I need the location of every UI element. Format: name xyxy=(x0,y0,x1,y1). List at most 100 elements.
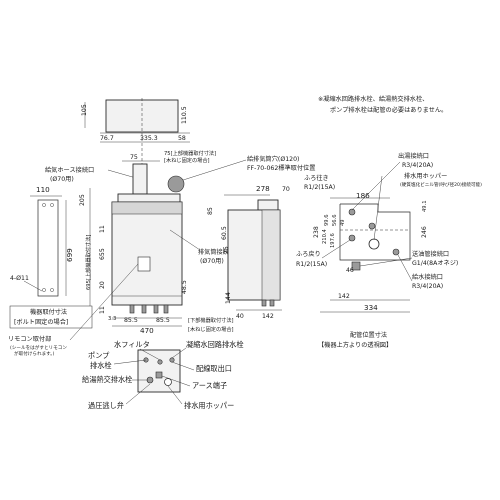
cap-size: R1/2(15A) xyxy=(304,184,335,191)
dim-85-side: 85 xyxy=(207,207,214,215)
dim-76-7: 76.7 xyxy=(100,135,114,142)
cond-drain: 凝縮水回路排水栓 xyxy=(186,340,244,349)
dim-58: 58 xyxy=(178,135,186,142)
dim-205: 205 xyxy=(79,194,86,206)
front-main-body xyxy=(111,201,183,306)
dim-142-pipe: 142 xyxy=(338,293,350,300)
outlet-label: 出湯接続口 xyxy=(398,152,429,160)
dim-334: 334 xyxy=(364,303,378,312)
dim-335-3: 335.3 xyxy=(140,135,158,142)
dim-60-5: 60.5 xyxy=(221,226,228,240)
dim-49: 49 xyxy=(340,219,346,226)
bracket-plate xyxy=(37,199,59,297)
top-bracket-label: 75[上部機器取付寸法] xyxy=(164,149,216,157)
dim-238: 238 xyxy=(313,226,320,238)
note-line-2: ポンプ排水栓は配管の必要はありません。 xyxy=(330,106,447,114)
dim-75: 75 xyxy=(130,154,138,161)
drain-hopper: 排水用ホッパー xyxy=(184,401,234,410)
flue-hole xyxy=(167,175,185,193)
top-bracket-label-2: [木ねじ固定の場合] xyxy=(164,156,210,164)
earth-terminal: アース端子 xyxy=(192,381,227,390)
drain-hopper-note: (硬質塩化ビニル管(呼び径20)接続可能) xyxy=(400,181,482,188)
wiring-outlet: 配線取出口 xyxy=(196,364,232,373)
dim-197-6: 197.6 xyxy=(330,233,336,248)
remote-note: リモコン取付部 (シールをはがすとリモコン が取付けられます。) xyxy=(8,263,139,357)
pump-drain-2: 排水栓 xyxy=(90,361,112,370)
front-view: 105 110.5 76.7 335.3 58 75 75[上部機器取付寸法] … xyxy=(45,98,315,335)
piping-view: 出湯接続口 R3/4(20A) ふろ往き R1/2(15A) 排水用ホッパー (… xyxy=(296,152,482,349)
dim-85-5a: 85.5 xyxy=(124,317,138,324)
dim-46: 46 xyxy=(346,267,354,274)
dim-4-11: 4-Ø11 xyxy=(10,274,29,282)
exhaust-dia: (Ø70用) xyxy=(200,257,224,265)
drain-hopper-label: 排水用ホッパー xyxy=(404,172,447,180)
bottom-bracket: [下部機器取付寸法] xyxy=(188,316,234,324)
dim-48-5: 48.5 xyxy=(181,280,188,294)
piping-caption-2: 【機器上方よりの透視図】 xyxy=(318,341,392,349)
dim-699: 699 xyxy=(65,248,74,262)
gas-size: G1/4(8Aオネジ) xyxy=(412,260,458,267)
dim-70: 70 xyxy=(282,186,290,193)
dim-11: 11 xyxy=(99,225,106,233)
outlet-size: R3/4(20A) xyxy=(402,162,433,169)
dim-144: 144 xyxy=(225,292,232,304)
dim-655: 655 xyxy=(99,248,106,260)
flue-std: FF-70-062標準取付位置 xyxy=(247,164,315,172)
dim-40: 40 xyxy=(236,313,244,320)
bottom-bracket-2: [木ねじ固定の場合] xyxy=(188,325,234,333)
hopper-port xyxy=(368,238,380,250)
remote-note-1: (シールをはがすとリモコン xyxy=(10,344,67,351)
dim-3-3: 3.3 xyxy=(108,316,116,322)
side-view: 278 70 85 60.5 25 144 40 142 xyxy=(207,184,290,320)
dim-278: 278 xyxy=(256,184,270,193)
dim-110-bracket: 110 xyxy=(36,185,50,194)
bottom-view-body xyxy=(137,349,181,393)
water-port xyxy=(392,248,400,256)
piping-caption-1: 配管位置寸法 xyxy=(350,331,387,339)
dim-695: 695[上部機器取付寸法] xyxy=(84,235,92,290)
dim-11b: 11 xyxy=(99,306,106,314)
hose-label: 給気ホース接続口 xyxy=(45,166,94,174)
note-line-1: ※凝縮水回路排水栓、給湯熱交排水栓、 xyxy=(318,95,428,103)
dim-210-4: 210.4 xyxy=(322,228,328,244)
remote-window xyxy=(137,256,151,272)
pump-drain: ポンプ xyxy=(88,351,110,360)
bracket-view: 110 699 4-Ø11 機器取付寸法 [ボルト固定の場合] xyxy=(9,185,93,329)
cap-label: ふろ往き xyxy=(304,174,329,182)
gas-label: 送油管接続口 xyxy=(412,250,449,258)
dim-56-6: 56.6 xyxy=(332,214,338,226)
cap-port xyxy=(368,222,376,230)
hx-drain: 給湯熱交排水栓 xyxy=(82,375,132,384)
dim-25: 25 xyxy=(223,246,230,254)
relief-valve: 過圧逃し弁 xyxy=(88,401,124,410)
remote-note-2: が取付けられます。) xyxy=(14,350,55,357)
return-label: ふろ戻り xyxy=(296,250,321,258)
return-size: R1/2(15A) xyxy=(296,261,327,268)
piping-outline xyxy=(339,203,411,261)
dim-105: 105 xyxy=(81,104,88,116)
bottom-view: ポンプ 排水栓 水フィルタ 凝縮水回路排水栓 給湯熱交排水栓 配線取出口 アース… xyxy=(82,340,244,410)
water-size: R3/4(20A) xyxy=(412,283,443,290)
dim-142-side: 142 xyxy=(262,313,274,320)
flue-label: 給排気筒穴(Ø120) xyxy=(247,155,299,163)
water-filter: 水フィルタ xyxy=(114,340,150,349)
dim-99-6: 99.6 xyxy=(324,214,330,226)
dim-49-1: 49.1 xyxy=(422,200,428,212)
side-top-fitting xyxy=(257,199,279,211)
exhaust-label: 排気筒接続口 xyxy=(198,248,235,256)
dim-85-5b: 85.5 xyxy=(156,317,170,324)
intake-pipe xyxy=(132,163,148,195)
outlet-port xyxy=(348,208,356,216)
dim-246: 246 xyxy=(421,226,428,238)
bracket-caption-1: 機器取付寸法 xyxy=(30,308,67,316)
dim-20: 20 xyxy=(99,281,106,289)
return-port xyxy=(348,234,356,242)
dim-186: 186 xyxy=(356,191,370,200)
dim-470: 470 xyxy=(140,326,154,335)
dim-110-5: 110.5 xyxy=(181,106,188,124)
hose-dia: (Ø70用) xyxy=(50,175,74,183)
water-label: 給水接続口 xyxy=(412,273,443,281)
bracket-caption-2: [ボルト固定の場合] xyxy=(14,318,68,326)
remote-title: リモコン取付部 xyxy=(8,335,51,343)
